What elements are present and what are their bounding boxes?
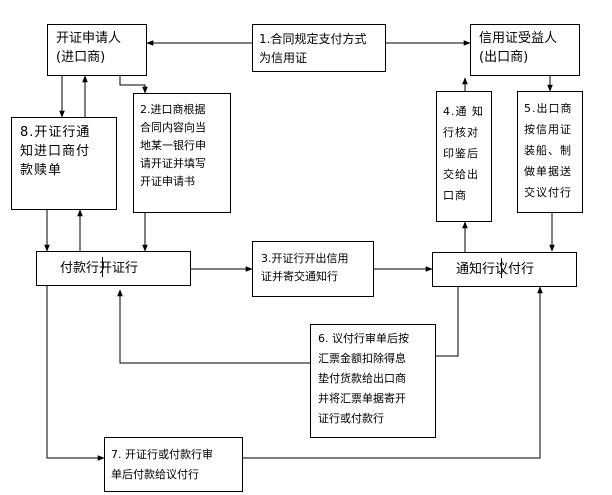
advising-bank-node: 通知行议付行: [432, 252, 577, 287]
contract-step-box: 1.合同规定支付方式 为信用证: [252, 24, 386, 72]
beneficiary-node: 信用证受益人 (出口商): [470, 24, 580, 76]
issuing-bank-divider: [102, 257, 103, 277]
pay-negotiating-step-box: 7. 开证行或付款行审 单后付款给议付行: [104, 437, 243, 492]
issuing-bank-label-paying: 付款行: [60, 261, 100, 276]
issue-lc-step-box: 3.开证行开出信用 证并寄交通知行: [252, 241, 374, 297]
negotiate-step-text: 6. 议付行审单后按 汇票金额扣除得息 垫付货款给出口商 并将汇票单据寄开 证行…: [318, 332, 409, 425]
advising-bank-label-negotiating: 议付行: [495, 262, 535, 277]
arrow-issuing-to-pay: [46, 286, 105, 461]
arrow-applicant-to-apply: [119, 76, 148, 94]
advising-bank-label-advising: 通知行: [456, 262, 496, 277]
issue-lc-step-text: 3.开证行开出信用 证并寄交通知行: [261, 252, 349, 283]
pay-negotiating-step-text: 7. 开证行或付款行审 单后付款给议付行: [111, 448, 213, 481]
issuing-bank-label-issuing: 开证行: [99, 261, 139, 276]
advising-bank-divider: [501, 258, 502, 278]
applicant-role: (进口商): [56, 50, 106, 65]
arrow-pay-to-advising: [243, 286, 543, 459]
beneficiary-role: (出口商): [479, 50, 529, 65]
ship-docs-step-box: 5.出口商 按信用证 装船、制 做单据送 交议付行: [517, 91, 583, 213]
arrow-advising-to-negotiate: [436, 284, 459, 357]
contract-step-text: 1.合同规定支付方式 为信用证: [259, 32, 367, 65]
notify-importer-step-text: 8.开证行通 知进口商付 款赎单: [20, 125, 91, 178]
apply-step-text: 2.进口商根据 合同内容向当 地某一银行申 请开证并填写 开证申请书: [140, 103, 206, 188]
issuing-bank-node: 付款行开证行: [36, 251, 191, 286]
notify-importer-step-box: 8.开证行通 知进口商付 款赎单: [11, 117, 117, 210]
negotiate-step-box: 6. 议付行审单后按 汇票金额扣除得息 垫付货款给出口商 并将汇票单据寄开 证行…: [310, 324, 436, 438]
arrow-negotiate-to-issuing: [117, 289, 310, 364]
beneficiary-name: 信用证受益人: [479, 31, 558, 46]
applicant-node: 开证申请人 (进口商): [47, 24, 147, 76]
verify-seal-step-text: 4.通 知 行核对 印鉴后 交给出 口商: [443, 105, 484, 202]
ship-docs-step-text: 5.出口商 按信用证 装船、制 做单据送 交议付行: [524, 102, 573, 199]
apply-step-box: 2.进口商根据 合同内容向当 地某一银行申 请开证并填写 开证申请书: [133, 93, 231, 213]
applicant-name: 开证申请人: [56, 31, 122, 46]
verify-seal-step-box: 4.通 知 行核对 印鉴后 交给出 口商: [436, 91, 492, 222]
